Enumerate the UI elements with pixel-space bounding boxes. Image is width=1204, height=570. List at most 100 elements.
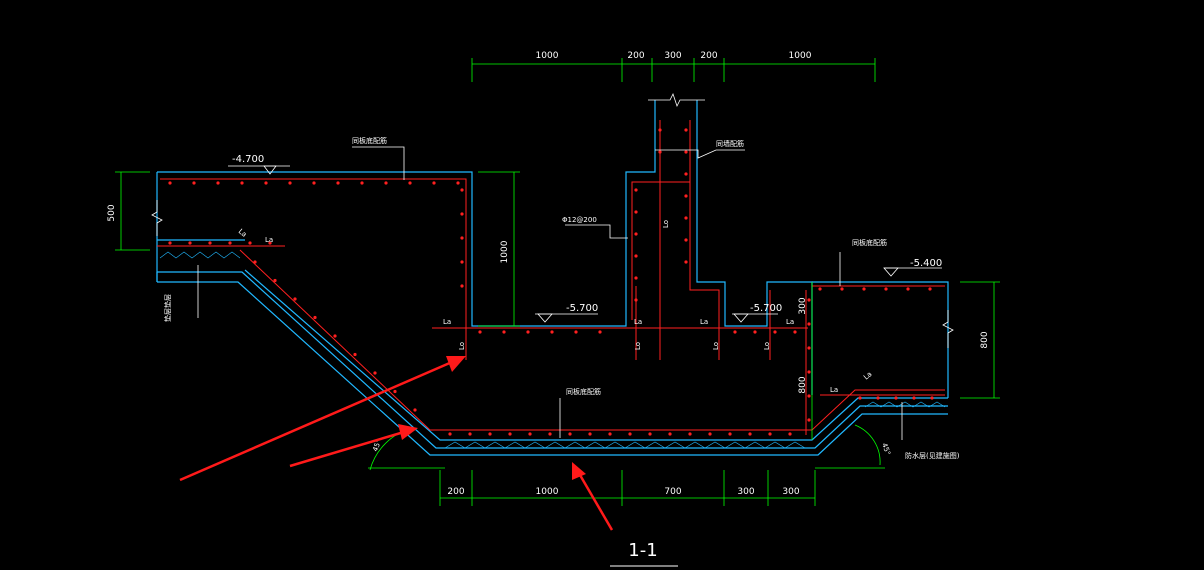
rebar-dot xyxy=(634,232,638,236)
rebar-dot xyxy=(502,330,506,334)
elevation-texts: -4.700 -5.700 -5.700 -5.400 xyxy=(232,154,942,314)
lo-label-3: Lo xyxy=(712,342,720,350)
rebar-dot xyxy=(684,128,688,132)
arrow-3-shaft xyxy=(578,474,614,531)
top-dim-2: 200 xyxy=(627,51,644,61)
la-label-5: La xyxy=(700,318,708,326)
break-right-edge xyxy=(942,310,954,348)
rebar-dot xyxy=(884,287,888,291)
la-label-7: La xyxy=(830,386,838,394)
anchorage-labels: La La La La La La La La Lo Lo Lo Lo Lo xyxy=(237,220,874,394)
section-title: 1-1 xyxy=(628,540,657,561)
pit-slope-outer xyxy=(157,281,948,456)
rebar-dot xyxy=(188,241,192,245)
dimension-lines xyxy=(115,58,1000,506)
rebar-dot xyxy=(733,330,737,334)
red-arrows xyxy=(179,356,614,531)
rebar-dot xyxy=(788,432,792,436)
bottom-dim-4: 300 xyxy=(737,487,754,497)
arrow-1-shaft xyxy=(179,360,453,482)
rebar-dot xyxy=(598,330,602,334)
rebar-dot xyxy=(268,241,272,245)
rebar-dot xyxy=(684,260,688,264)
elevation-top-left: -4.700 xyxy=(232,154,264,165)
la-label-4: La xyxy=(634,318,642,326)
arrow-2-head xyxy=(398,424,418,440)
rebar-dot xyxy=(208,241,212,245)
rebar-dot xyxy=(360,181,364,185)
cushion-hatch xyxy=(159,251,946,449)
rebar-dot xyxy=(550,330,554,334)
rebar-dot xyxy=(526,330,530,334)
slab-right-outline xyxy=(812,281,949,398)
rebar-dot xyxy=(336,181,340,185)
rebar-dot xyxy=(468,432,472,436)
bottom-dim-2: 1000 xyxy=(536,487,559,497)
rebar-dot xyxy=(456,181,460,185)
rebar-dot xyxy=(248,241,252,245)
pit-depth-dim: 1000 xyxy=(500,240,510,263)
bottom-dim-3: 700 xyxy=(664,487,681,497)
leader-lines xyxy=(197,146,903,440)
leader-column xyxy=(655,149,745,159)
rebar-dot xyxy=(684,216,688,220)
right-step-dim: 300 xyxy=(798,297,808,314)
rebar-dot xyxy=(460,236,464,240)
angle-left-label: 45° xyxy=(371,438,383,452)
break-column-top xyxy=(648,92,705,108)
hatch-left xyxy=(159,251,241,259)
rebar-dot xyxy=(228,241,232,245)
elev-right-triangle xyxy=(883,267,899,277)
rebar-dot xyxy=(312,181,316,185)
rebar-dot xyxy=(840,287,844,291)
bottom-dim-1: 200 xyxy=(447,487,464,497)
concrete-outline xyxy=(156,100,949,456)
angle-arc-right xyxy=(854,424,881,466)
elevation-right: -5.400 xyxy=(910,258,942,269)
rebar-dot xyxy=(728,432,732,436)
rebar-dot xyxy=(574,330,578,334)
column-outline xyxy=(696,100,813,395)
elev-bottom-left-triangle xyxy=(537,313,553,323)
rebar-column-left xyxy=(631,120,691,320)
elevation-markers xyxy=(228,165,942,323)
rebar-dot xyxy=(818,287,822,291)
rebar-dots xyxy=(168,128,934,436)
rebar-dot xyxy=(876,396,880,400)
lo-label-2: Lo xyxy=(634,342,642,350)
rebar-dot xyxy=(634,254,638,258)
rebar-dot xyxy=(508,432,512,436)
rebar-dot xyxy=(548,432,552,436)
note-cushion: 垫层垫层 xyxy=(163,294,172,322)
rebar-dot xyxy=(568,432,572,436)
rebar-dot xyxy=(753,330,757,334)
break-left-edge xyxy=(151,200,163,236)
rebar-dot xyxy=(930,396,934,400)
rebar-dot xyxy=(408,181,412,185)
rebar-dot xyxy=(807,418,811,422)
rebar-dot xyxy=(588,432,592,436)
note-column: 同墙配筋 xyxy=(716,139,744,148)
rebar-dot xyxy=(768,432,772,436)
right-total-dim: 800 xyxy=(980,331,990,348)
rebar-column-right xyxy=(689,182,720,360)
rebar-dot xyxy=(413,408,417,412)
rebar-lines xyxy=(157,120,945,435)
la-label-1: La xyxy=(265,236,273,244)
rebar-dot xyxy=(478,330,482,334)
rebar-dot xyxy=(273,278,277,283)
rebar-dot xyxy=(293,297,297,301)
rebar-dot xyxy=(253,260,257,264)
leader-rebar-spec xyxy=(565,224,628,239)
hatch-bottom xyxy=(444,441,806,449)
rebar-dot xyxy=(928,287,932,291)
rebar-dot xyxy=(807,322,811,326)
note-bottom: 同板底配筋 xyxy=(566,387,601,396)
rebar-dot xyxy=(807,346,811,350)
note-top-left: 同板底配筋 xyxy=(352,136,387,145)
pit-slope-waterproof xyxy=(157,271,948,449)
leader-top-left xyxy=(352,146,405,180)
rebar-dot xyxy=(634,210,638,214)
rebar-dot xyxy=(240,181,244,185)
